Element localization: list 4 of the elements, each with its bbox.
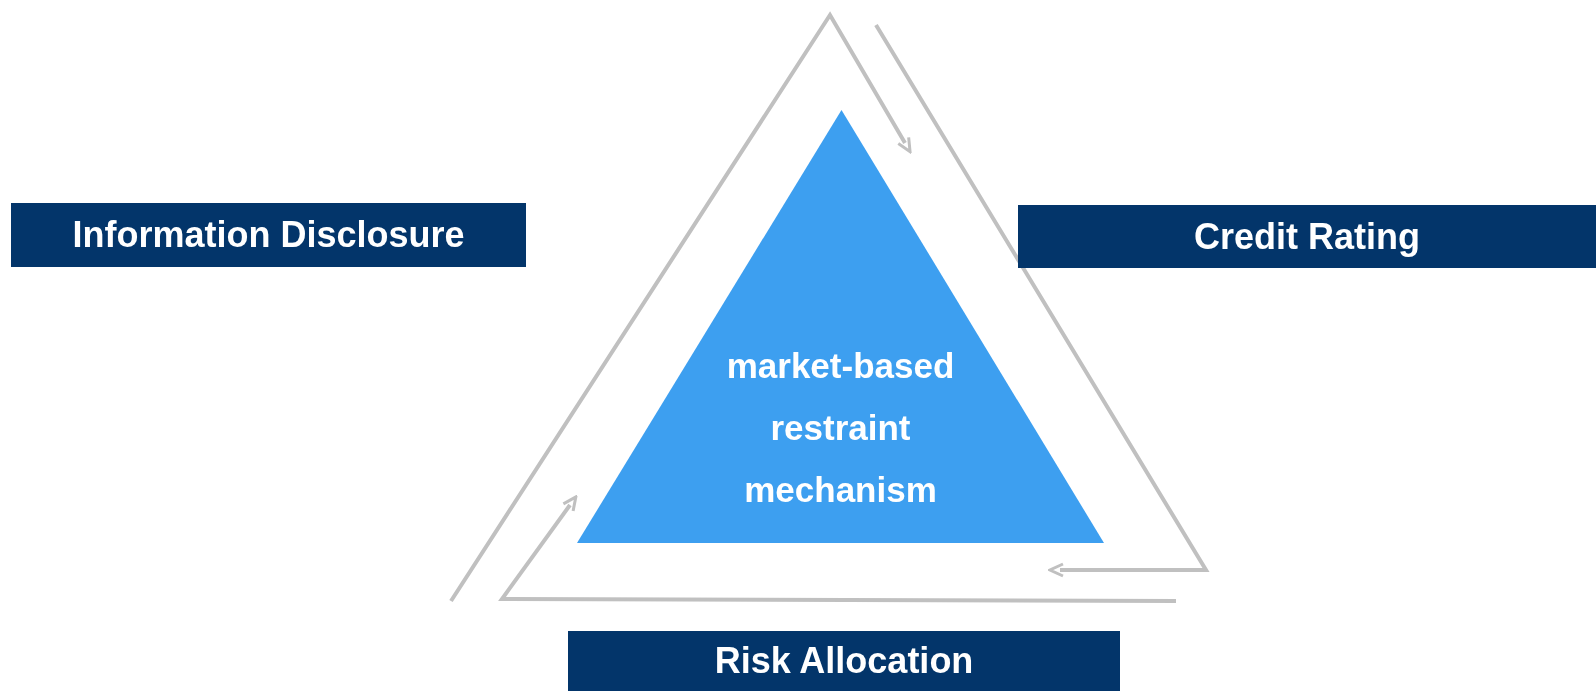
- triangle-label: market-based restraint mechanism: [725, 345, 956, 511]
- label-box: Risk Allocation: [568, 631, 1120, 691]
- label-box: Credit Rating: [1018, 205, 1596, 268]
- label-box: Information Disclosure: [11, 203, 526, 267]
